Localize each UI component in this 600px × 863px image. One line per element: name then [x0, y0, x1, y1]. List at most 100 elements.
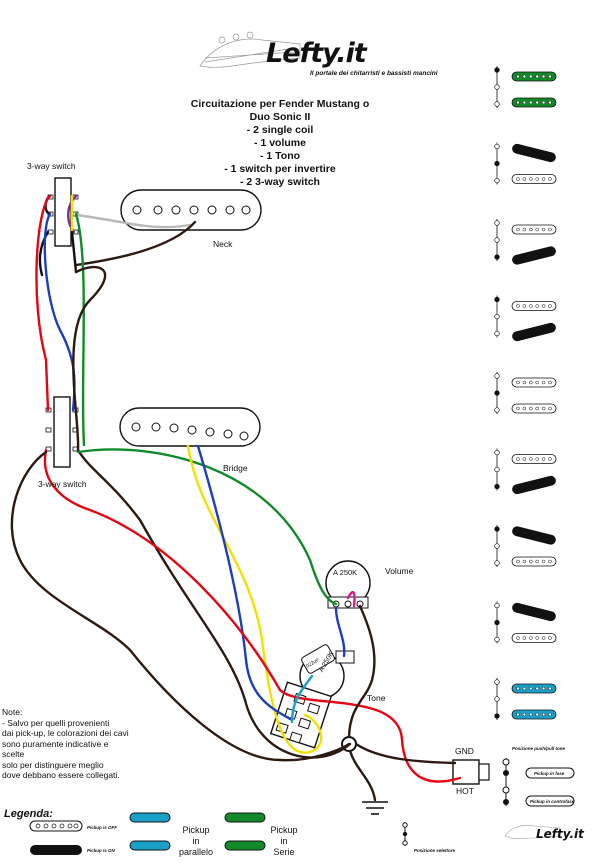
pole-piece: [535, 686, 539, 691]
pole-piece: [522, 100, 527, 105]
selector-dot: [494, 237, 500, 243]
pole-piece: [548, 177, 552, 181]
pole-piece: [529, 380, 533, 385]
position-pickup-on: [512, 246, 556, 265]
wire-top-black-2: [70, 230, 78, 274]
pole-piece: [516, 712, 520, 717]
switch-bottom-label: 3-way switch: [38, 479, 87, 489]
wire-red-switch: [35, 194, 52, 412]
pole-piece: [535, 227, 539, 232]
selector-dot: [494, 602, 500, 609]
selector-dot: [494, 619, 500, 626]
brand-logo-footer: Lefty.it: [536, 827, 584, 841]
pole-piece: [522, 457, 527, 461]
gnd-label: GND: [455, 746, 474, 756]
pole-piece: [548, 559, 552, 564]
positions-column: [494, 66, 557, 720]
pushpull-phase: Pickup in fase: [534, 771, 565, 776]
position-pickup-off: [511, 403, 557, 414]
pole-piece: [541, 712, 546, 717]
guitar-footer-icon: [504, 825, 561, 839]
position-pickup-on: [512, 526, 556, 545]
wire-neck-ground: [74, 220, 197, 267]
pole-piece: [535, 636, 539, 640]
pole-piece: [529, 636, 533, 640]
guitar-headstock-icon: [199, 31, 301, 68]
wire-neck-white: [74, 213, 192, 229]
output-jack: [452, 759, 490, 785]
pole-piece: [522, 636, 527, 640]
pole-piece: [516, 380, 520, 385]
legend-series-line: Pickup: [270, 825, 298, 835]
selector-dot: [494, 713, 500, 719]
pole-piece: [541, 304, 546, 308]
pole-piece: [522, 406, 527, 411]
pole-piece: [535, 304, 539, 308]
pole-piece: [548, 74, 552, 79]
pole-piece: [516, 304, 520, 308]
hot-label: HOT: [456, 786, 474, 796]
pole-piece: [529, 177, 533, 181]
notes-block: Note: - Salvo per quelli provenienti dai…: [2, 707, 132, 781]
pole-piece: [529, 406, 533, 411]
pole-piece: [541, 74, 546, 79]
position-pickup-on: [512, 602, 556, 622]
pole-piece: [535, 559, 539, 564]
title-line: Circuitazione per Fender Mustang o Duo S…: [190, 98, 370, 123]
pole-piece: [548, 100, 552, 105]
legend-series-line: in: [280, 836, 288, 846]
legend-series-label: Pickup in Serie: [268, 825, 300, 858]
wire-volume-blue: [334, 606, 346, 658]
position-pickup-off: [511, 301, 557, 311]
pushpull-antiphase: Pickup in controfase: [530, 799, 575, 804]
legend-parallel-line: parallelo: [178, 847, 214, 857]
tone-label: Tone: [367, 693, 386, 703]
bridge-pickup: [119, 407, 261, 447]
volume-value: A 250K: [333, 568, 358, 577]
pole-piece: [522, 712, 527, 717]
pole-piece: [522, 559, 527, 564]
pushpull-title: Posizione push/pull tone: [512, 746, 566, 751]
volume-pot: [325, 560, 371, 609]
selector-dot: [494, 67, 500, 73]
legend-parallel-line: Pickup: [182, 825, 210, 835]
brand-tagline: Il portale dei chitarristi e bassisti ma…: [310, 70, 438, 77]
position-pickup-on: [512, 322, 556, 342]
bridge-label: Bridge: [223, 463, 248, 473]
position-pickup-series-teal: [511, 683, 557, 694]
position-pickup-off: [511, 174, 557, 184]
wire-teal: [290, 674, 314, 724]
wire-ground-long: [72, 265, 352, 759]
pole-piece: [529, 100, 533, 105]
selector-dot: [494, 143, 500, 150]
ground-symbol-icon: [362, 801, 388, 815]
legend-selector-icon: [402, 822, 408, 846]
position-pickup-parallel-green: [511, 71, 557, 82]
pole-piece: [522, 74, 527, 79]
pole-piece: [535, 406, 539, 411]
note-line: solo per distinguere meglio: [2, 759, 104, 770]
pole-piece: [516, 457, 520, 461]
note-line: - Salvo per quelli provenienti: [2, 717, 110, 728]
pole-piece: [548, 712, 552, 717]
selector-dot: [494, 330, 500, 337]
pole-piece: [541, 636, 546, 640]
position-pickup-parallel-green: [511, 97, 557, 108]
pole-piece: [541, 227, 546, 232]
selector-dot: [494, 636, 500, 643]
pole-piece: [516, 177, 520, 181]
title-line: - 2 single coil: [246, 124, 314, 136]
wire-green-volume: [76, 448, 338, 606]
pole-piece: [548, 380, 552, 385]
pole-piece: [541, 100, 546, 105]
note-line: dai pick-up, le colorazioni dei cavi: [2, 728, 129, 738]
selector-dot: [494, 466, 500, 473]
note-line: sono puramente indicative e scelte: [2, 738, 109, 760]
position-pickup-off: [511, 556, 557, 567]
title-line: - 1 volume: [254, 137, 306, 149]
pole-piece: [541, 380, 546, 385]
title-line: - 1 switch per invertire: [224, 163, 336, 175]
legend-parallel-line: in: [192, 836, 200, 846]
pole-piece: [541, 559, 546, 564]
